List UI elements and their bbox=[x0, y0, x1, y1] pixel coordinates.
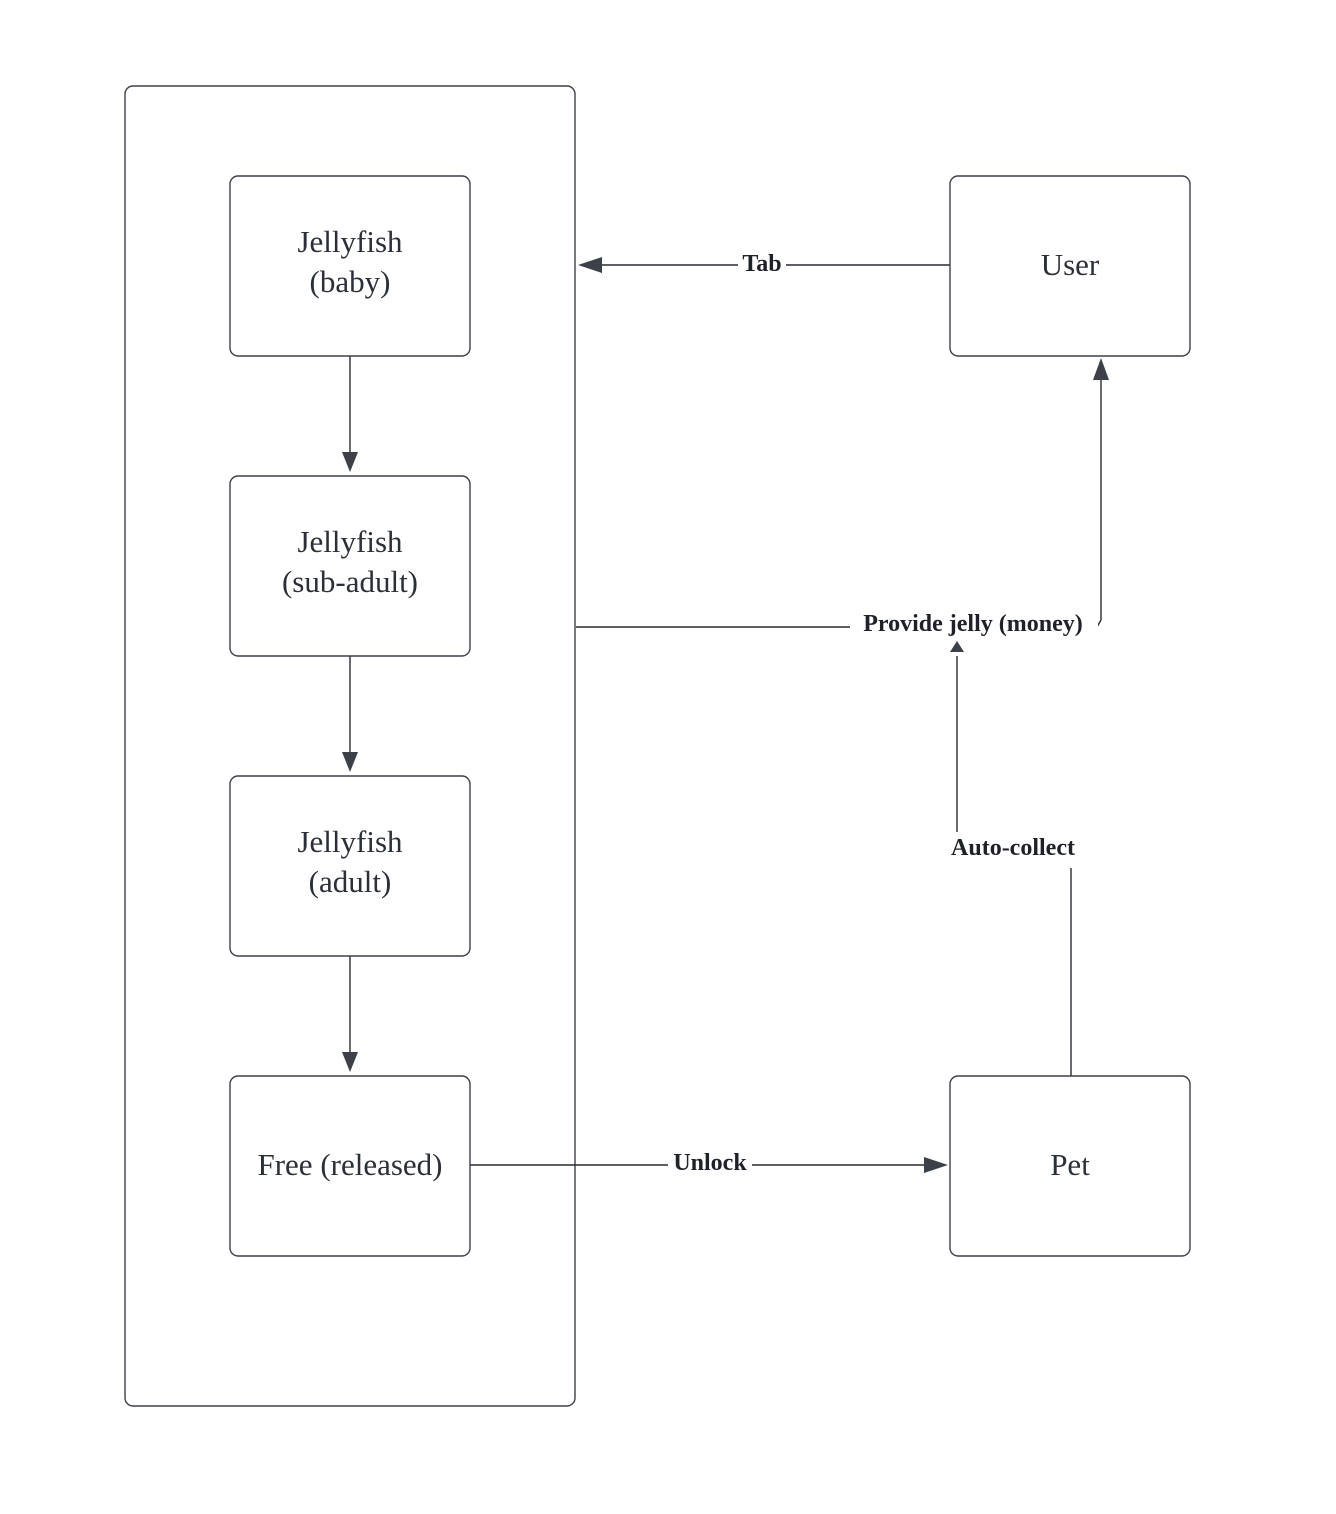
arrow-up-icon bbox=[1093, 358, 1109, 380]
jellyfish-stages-group[interactable] bbox=[124, 85, 576, 1407]
arrow-up-icon bbox=[950, 641, 964, 652]
node-label-line: (adult) bbox=[309, 864, 392, 899]
node-jellyfish-baby[interactable]: Jellyfish (baby) bbox=[229, 175, 471, 357]
arrow-left-icon bbox=[578, 257, 602, 273]
edge-label-tab: Tab bbox=[742, 251, 781, 277]
edge-label-provide-jelly: Provide jelly (money) bbox=[863, 611, 1083, 637]
node-label-line: Pet bbox=[1050, 1147, 1090, 1182]
node-jellyfish-adult[interactable]: Jellyfish (adult) bbox=[229, 775, 471, 957]
edge-group-to-user: Provide jelly (money) bbox=[576, 358, 1109, 640]
node-label-line: (baby) bbox=[310, 264, 391, 299]
node-jellyfish-subadult[interactable]: Jellyfish (sub-adult) bbox=[229, 475, 471, 657]
node-pet[interactable]: Pet bbox=[949, 1075, 1191, 1257]
arrow-down-icon bbox=[342, 752, 358, 772]
node-user[interactable]: User bbox=[949, 175, 1191, 357]
edge-user-to-group: Tab bbox=[578, 249, 950, 279]
node-label-line: Free (released) bbox=[257, 1147, 442, 1182]
edge-label-auto-collect: Auto-collect bbox=[951, 835, 1075, 861]
edge-label-unlock: Unlock bbox=[673, 1150, 747, 1176]
node-label-line: Jellyfish bbox=[297, 524, 403, 559]
node-label-line: Jellyfish bbox=[297, 824, 403, 859]
node-label-line: Jellyfish bbox=[297, 224, 403, 259]
arrow-down-icon bbox=[342, 452, 358, 472]
arrow-right-icon bbox=[924, 1157, 948, 1173]
node-label-line: (sub-adult) bbox=[282, 564, 418, 599]
edge-subadult-to-adult bbox=[342, 656, 358, 772]
edge-free-to-pet: Unlock bbox=[470, 1149, 948, 1179]
node-label-line: User bbox=[1041, 247, 1100, 282]
edge-adult-to-free bbox=[342, 956, 358, 1072]
node-free-released[interactable]: Free (released) bbox=[229, 1075, 471, 1257]
edge-baby-to-subadult bbox=[342, 356, 358, 472]
edge-pet-to-provide-jelly: Auto-collect bbox=[950, 641, 1075, 1076]
arrow-down-icon bbox=[342, 1052, 358, 1072]
